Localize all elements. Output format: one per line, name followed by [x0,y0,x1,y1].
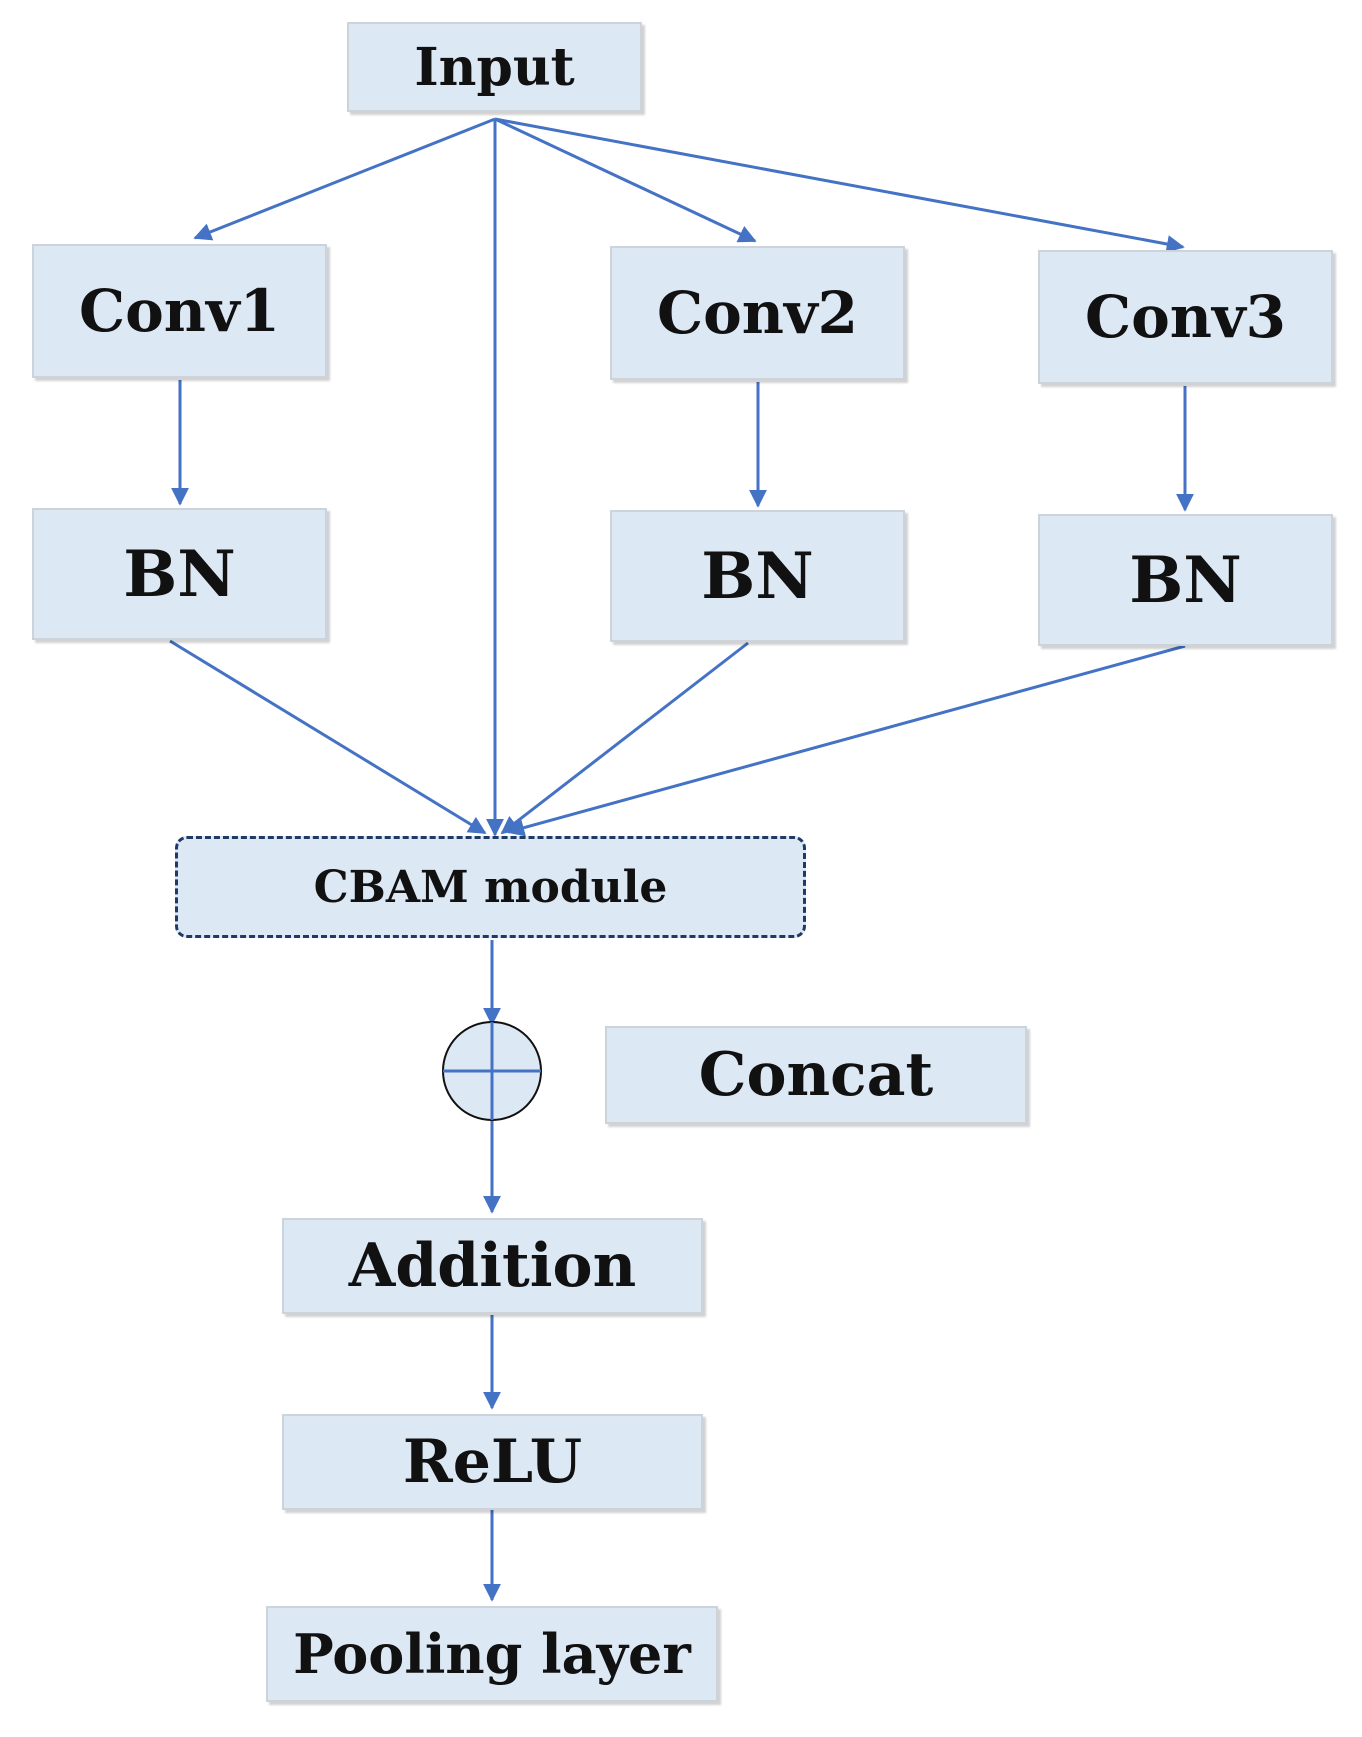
arrow-bn3-cbam [506,644,1186,837]
cbam-module-box: CBAM module [175,836,806,938]
bn2-label: BN [701,538,814,614]
pooling-layer-box: Pooling layer [266,1606,718,1702]
concat-label: Concat [698,1040,934,1110]
arrow-input-conv3 [494,117,1185,253]
input-box: Input [347,22,642,112]
input-label: Input [414,36,575,98]
arrow-bn1-cbam [169,639,487,835]
conv1-box: Conv1 [32,244,327,378]
relu-box: ReLU [282,1414,703,1510]
bn1-label: BN [123,536,236,612]
arrow-bn2-cbam [500,641,749,835]
bn3-label: BN [1129,542,1242,618]
conv1-label: Conv1 [78,277,281,345]
conv2-label: Conv2 [656,279,859,347]
bn1-box: BN [32,508,327,640]
bn3-box: BN [1038,514,1333,646]
arrow-input-conv2 [494,117,757,243]
conv3-label: Conv3 [1084,283,1287,351]
conv2-box: Conv2 [610,246,905,380]
addition-label: Addition [348,1231,637,1301]
addition-box: Addition [282,1218,703,1314]
arrow-input-conv1 [193,117,496,241]
cbam-module-label: CBAM module [313,861,668,913]
conv3-box: Conv3 [1038,250,1333,384]
bn2-box: BN [610,510,905,642]
pooling-layer-label: Pooling layer [293,1622,691,1686]
relu-label: ReLU [402,1427,583,1497]
circle-plus-icon [442,1021,542,1121]
concat-box: Concat [605,1026,1027,1124]
